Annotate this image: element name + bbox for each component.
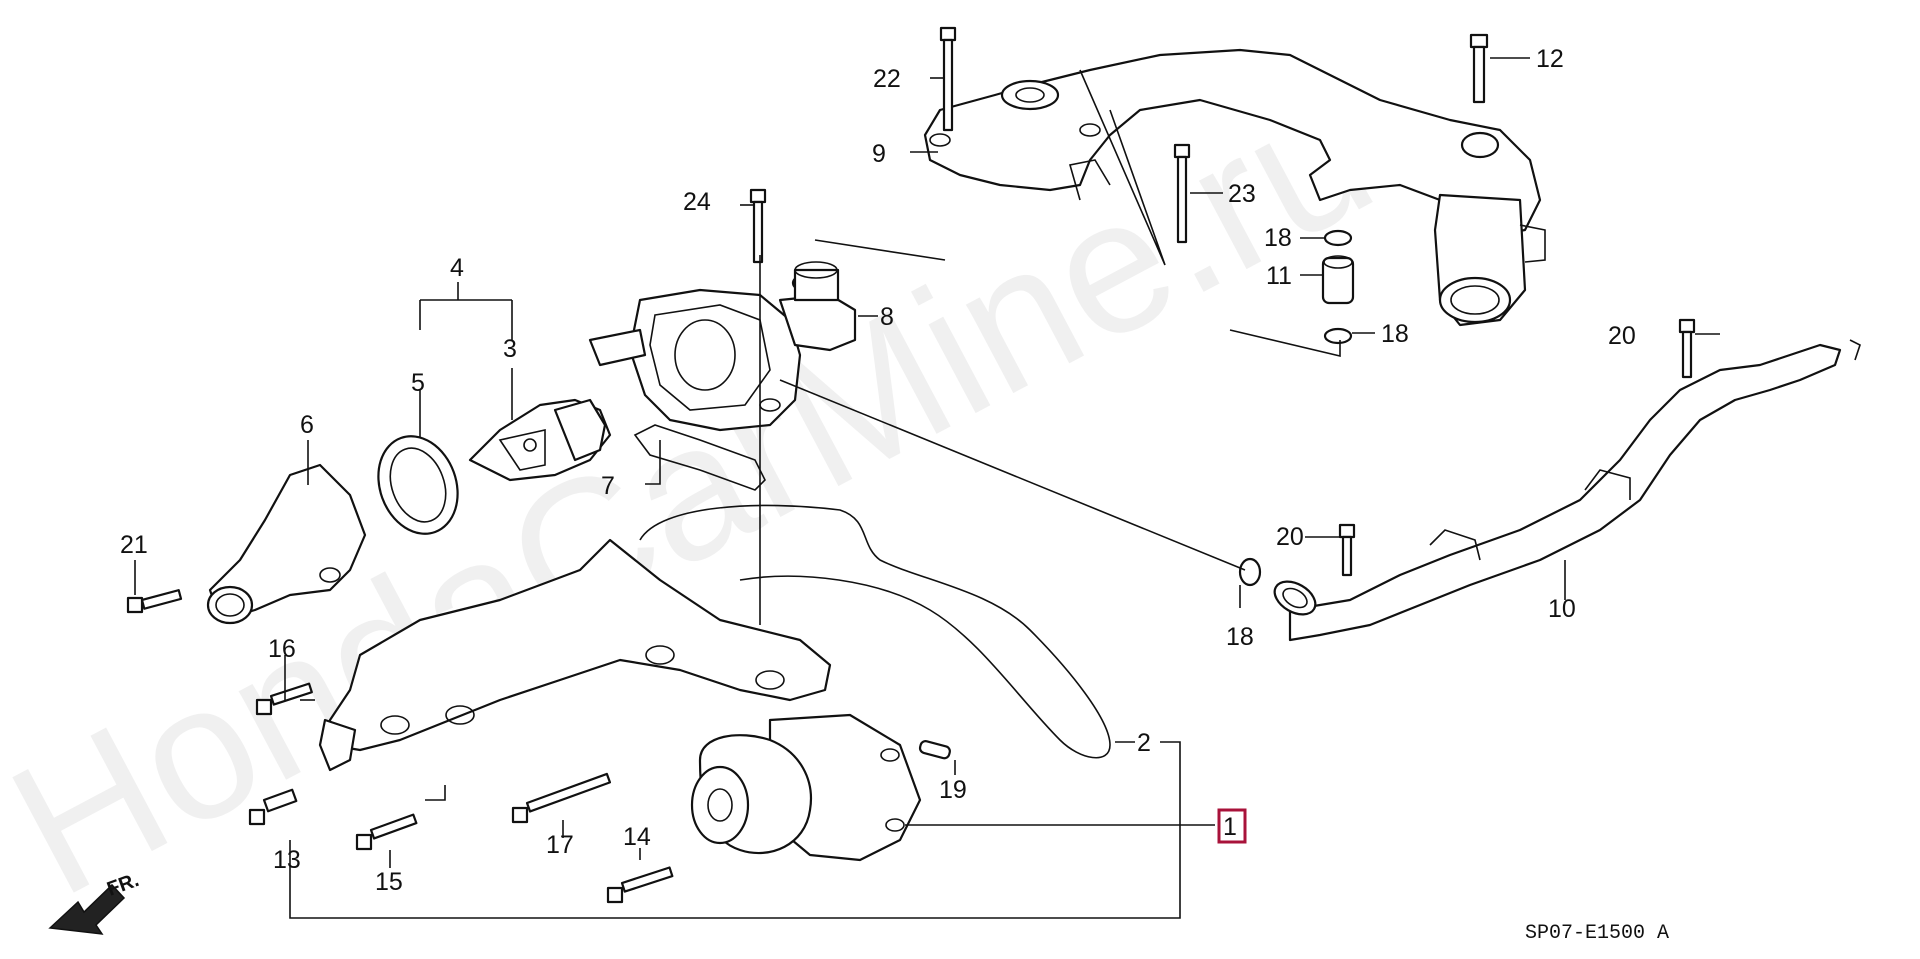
diagram-code: SP07-E1500 A: [1525, 922, 1669, 945]
callout-4[interactable]: 4: [450, 254, 464, 282]
callout-3[interactable]: 3: [503, 335, 517, 363]
washer-18-mid[interactable]: [1323, 327, 1353, 345]
callout-22[interactable]: 22: [873, 65, 901, 93]
callout-12[interactable]: 12: [1536, 45, 1564, 73]
callout-5[interactable]: 5: [411, 369, 425, 397]
bolt-22[interactable]: [939, 26, 957, 132]
callout-15[interactable]: 15: [375, 868, 403, 896]
callout-20-upper[interactable]: 20: [1608, 322, 1636, 350]
callout-24[interactable]: 24: [683, 188, 711, 216]
callouts: 1 2 3 4 5 6 7 8 9 10 11 12 13 14 15 16 1…: [120, 45, 1636, 896]
thermostat-cover[interactable]: [206, 463, 367, 625]
bolt-17[interactable]: [511, 772, 612, 824]
callout-18-mid[interactable]: 18: [1381, 320, 1409, 348]
callout-14[interactable]: 14: [623, 823, 651, 851]
callout-19[interactable]: 19: [939, 776, 967, 804]
callout-16[interactable]: 16: [268, 635, 296, 663]
belt-cover-loop[interactable]: [639, 504, 1111, 759]
water-passage-upper[interactable]: [923, 48, 1546, 327]
callout-20-lower[interactable]: 20: [1276, 523, 1304, 551]
bolt-14[interactable]: [606, 866, 674, 904]
bolt-24[interactable]: [749, 188, 767, 264]
callout-9[interactable]: 9: [872, 140, 886, 168]
callout-21[interactable]: 21: [120, 531, 148, 559]
callout-11[interactable]: 11: [1266, 262, 1292, 290]
bolt-20-lower[interactable]: [1338, 523, 1356, 577]
callout-17[interactable]: 17: [546, 831, 574, 859]
callout-1[interactable]: 1: [1223, 813, 1237, 841]
thermostat[interactable]: [468, 398, 612, 482]
callout-8[interactable]: 8: [880, 303, 894, 331]
pin-19[interactable]: [918, 740, 951, 760]
thermostat-housing[interactable]: [588, 261, 857, 432]
bolt-23[interactable]: [1173, 143, 1191, 244]
front-arrow-icon: [48, 883, 126, 935]
callout-7[interactable]: 7: [601, 472, 615, 500]
leader-lines: [134, 57, 1720, 919]
washer-18-top[interactable]: [1323, 229, 1353, 247]
callout-18-lower[interactable]: 18: [1226, 623, 1254, 651]
callout-18-top[interactable]: 18: [1264, 224, 1292, 252]
bolt-15[interactable]: [355, 813, 418, 851]
water-pump[interactable]: [690, 713, 922, 862]
water-passage-lower[interactable]: [318, 538, 832, 772]
washer-18-lower[interactable]: [1238, 557, 1262, 587]
callout-6[interactable]: 6: [300, 411, 314, 439]
sensor-13[interactable]: [248, 788, 298, 826]
callout-10[interactable]: 10: [1548, 595, 1576, 623]
valve-11[interactable]: [1321, 255, 1355, 305]
bolt-16[interactable]: [255, 682, 313, 716]
bypass-pipe[interactable]: [1269, 339, 1861, 642]
callout-23[interactable]: 23: [1228, 180, 1256, 208]
bolt-21[interactable]: [126, 589, 183, 614]
thermostat-gasket[interactable]: [365, 425, 471, 545]
housing-gasket[interactable]: [633, 424, 766, 491]
highlight-box-part-1: [1217, 808, 1247, 844]
callout-2[interactable]: 2: [1137, 729, 1151, 757]
bolt-12[interactable]: [1469, 33, 1489, 104]
callout-13[interactable]: 13: [273, 846, 301, 874]
bolt-20-upper[interactable]: [1678, 318, 1696, 379]
